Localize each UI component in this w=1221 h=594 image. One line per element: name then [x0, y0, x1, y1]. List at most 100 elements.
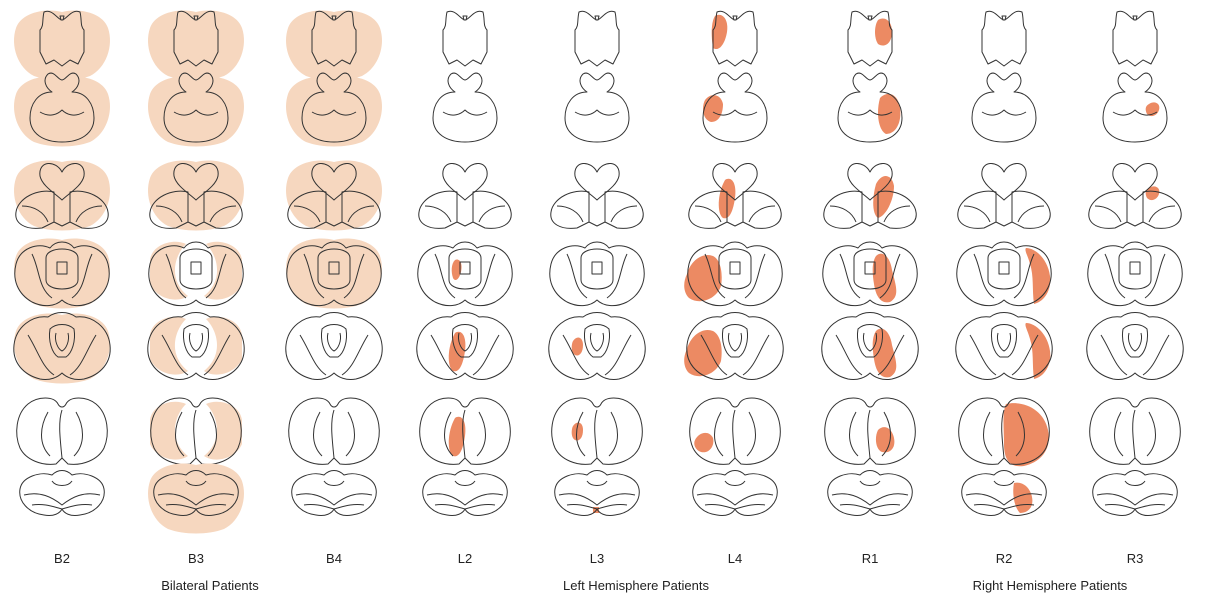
brain-section [148, 241, 244, 307]
brain-section [1088, 163, 1182, 229]
section-outline [965, 493, 1043, 506]
section-outline [867, 409, 871, 459]
section-outline [207, 411, 217, 457]
group-label-left: Left Hemisphere Patients [563, 578, 709, 593]
section-outline [347, 205, 375, 223]
section-outline [580, 248, 614, 290]
section-outline [416, 312, 514, 380]
section-outline [209, 205, 237, 223]
section-outline [722, 324, 748, 358]
patient-label-l2: L2 [457, 551, 473, 566]
section-outline [31, 504, 93, 510]
brain-section [286, 160, 382, 231]
section-outline [958, 397, 1050, 465]
section-outline [454, 480, 476, 486]
section-outline [1100, 334, 1128, 376]
section-outline [566, 504, 628, 510]
section-outline [472, 334, 500, 376]
section-outline [696, 493, 774, 506]
section-outline [175, 411, 185, 457]
section-outline [1015, 411, 1025, 457]
section-outline [321, 324, 347, 358]
brain-section [14, 160, 110, 231]
section-outline [823, 190, 863, 229]
lesion-region [286, 76, 382, 147]
section-outline [857, 324, 883, 358]
section-outline [187, 192, 205, 227]
section-outline [418, 190, 458, 229]
section-outline [576, 411, 586, 457]
section-outline [71, 253, 93, 299]
lesion-region [448, 416, 466, 457]
section-outline [459, 261, 471, 275]
section-outline [566, 253, 588, 299]
section-outline [822, 241, 918, 307]
section-outline [323, 480, 345, 486]
lesion-region [1145, 186, 1160, 201]
section-outline [303, 253, 325, 299]
section-outline [301, 72, 367, 143]
section-outline [1088, 190, 1128, 229]
section-outline [702, 72, 768, 143]
section-outline [456, 192, 474, 227]
section-outline [837, 72, 903, 143]
section-outline [963, 205, 991, 223]
section-outline [448, 248, 482, 290]
brain-section [416, 312, 514, 380]
lesion-region [684, 254, 722, 302]
section-outline [419, 397, 511, 465]
lesion-region [872, 253, 897, 303]
section-outline [957, 190, 997, 229]
brain-section [286, 10, 382, 81]
section-outline [1089, 397, 1181, 465]
section-outline [1122, 324, 1148, 358]
section-outline [551, 397, 643, 465]
section-outline [53, 192, 71, 227]
section-outline [548, 312, 646, 380]
brain-section [147, 312, 245, 380]
lesion-region [14, 160, 110, 231]
section-outline [610, 205, 638, 223]
section-outline [956, 241, 1052, 307]
section-outline [442, 10, 488, 67]
section-outline [604, 334, 632, 376]
lesion-region [875, 18, 892, 46]
section-outline [732, 409, 736, 459]
section-outline [584, 324, 610, 358]
lesion-region [703, 95, 723, 122]
brain-section [549, 241, 645, 307]
section-outline [341, 190, 381, 229]
section-outline [827, 470, 913, 516]
section-outline [51, 480, 73, 486]
section-outline [748, 205, 776, 223]
section-outline [1112, 109, 1158, 116]
lesion-region [1003, 403, 1049, 467]
section-outline [478, 205, 506, 223]
section-outline [1132, 15, 1138, 21]
brain-section [1089, 397, 1181, 465]
group-label-bilateral: Bilateral Patients [161, 578, 259, 593]
lesion-region [875, 427, 895, 453]
section-outline [317, 248, 351, 290]
brain-section [837, 72, 903, 143]
section-outline [1142, 334, 1170, 376]
section-outline [1094, 205, 1122, 223]
section-outline [1017, 205, 1045, 223]
brain-section [14, 238, 110, 309]
section-outline [434, 253, 456, 299]
section-outline [13, 312, 111, 380]
section-outline [311, 109, 357, 116]
section-outline [692, 470, 778, 516]
section-outline [829, 205, 857, 223]
brain-section [14, 10, 110, 81]
section-outline [704, 253, 726, 299]
lesion-region [286, 160, 382, 231]
patient-column-l3 [548, 10, 646, 516]
brain-section [564, 72, 630, 143]
section-outline [847, 109, 893, 116]
section-outline [981, 163, 1027, 201]
section-outline [287, 190, 327, 229]
section-outline [155, 205, 183, 223]
brain-section [702, 72, 768, 143]
section-outline [1146, 411, 1156, 457]
